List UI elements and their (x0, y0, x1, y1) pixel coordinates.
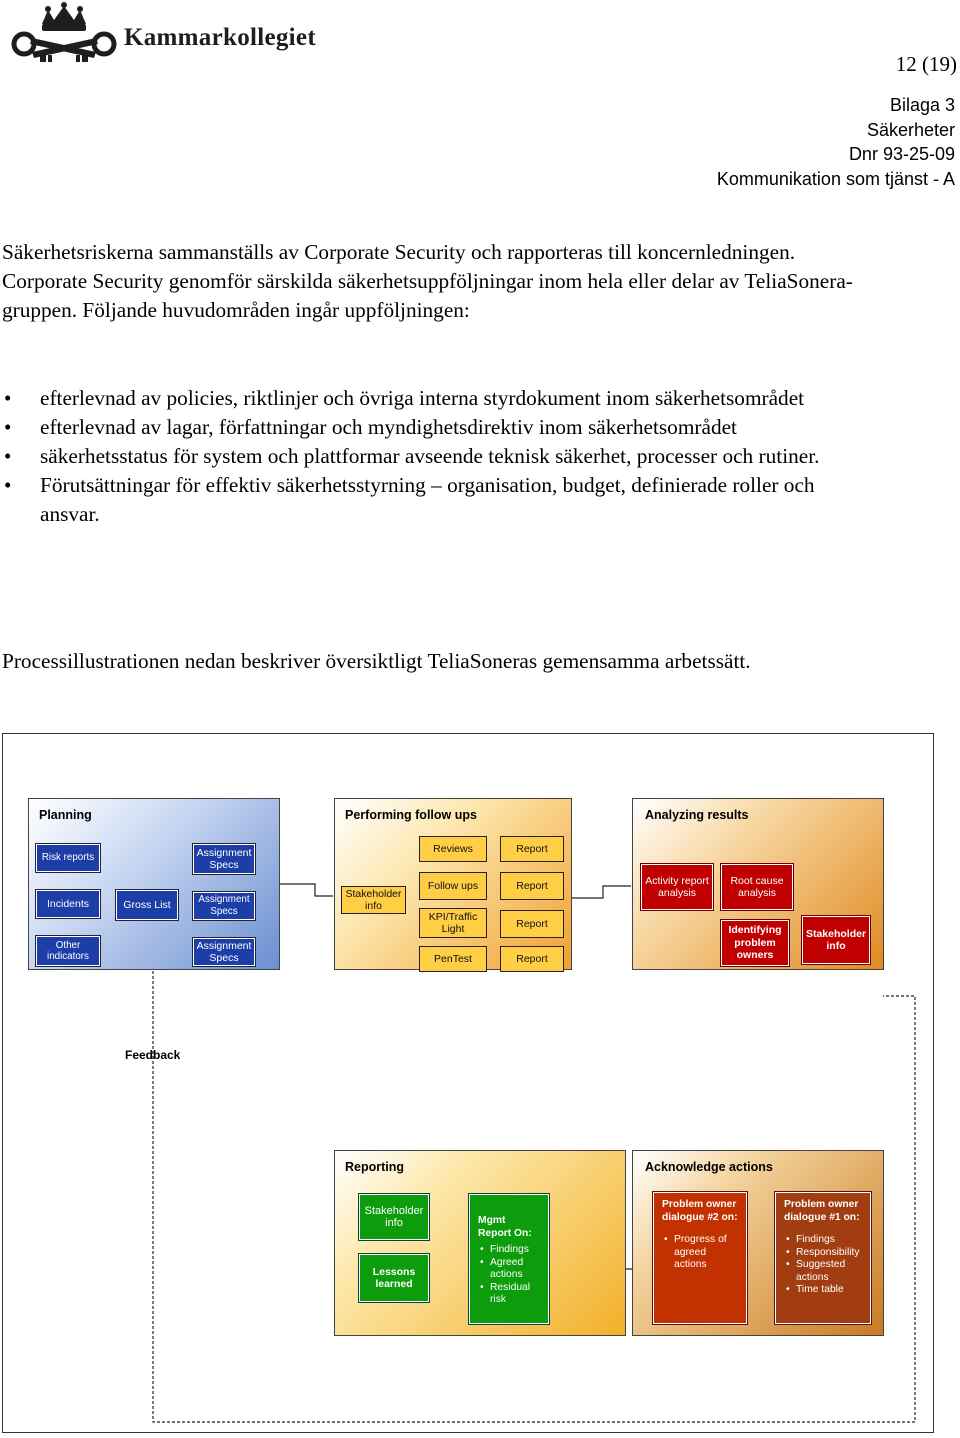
list-item: Time table (784, 1284, 862, 1297)
root-cause-analysis-box: Root cause analysis (720, 863, 794, 911)
page-number: 12 (19) (895, 52, 957, 76)
po2-title: Problem owner dialogue #2 on: (662, 1199, 738, 1223)
report-box: Report (500, 910, 564, 938)
list-item: Findings (784, 1234, 862, 1247)
activity-report-analysis-box: Activity report analysis (640, 863, 714, 911)
list-item: säkerhetsstatus för system och plattform… (2, 442, 872, 471)
analyzing-title: Analyzing results (645, 808, 749, 822)
list-item: Suggested actions (784, 1259, 862, 1284)
risk-reports-box: Risk reports (35, 843, 101, 873)
incidents-box: Incidents (35, 889, 101, 919)
assignment-specs-box: Assignment Specs (192, 843, 256, 875)
reporting-title: Reporting (345, 1160, 405, 1174)
performing-title: Performing follow ups (345, 808, 477, 822)
list-item: Findings (478, 1244, 540, 1257)
list-item: efterlevnad av policies, riktlinjer och … (2, 384, 872, 413)
stakeholder-info-box: Stakeholder info (801, 915, 871, 965)
process-diagram: Planning Risk reports Incidents Other in… (2, 733, 934, 1433)
mgmt-report-list: Findings Agreed actions Residual risk (478, 1244, 540, 1307)
problem-owner-dialogue-2-box: Problem owner dialogue #2 on: Progress o… (652, 1191, 748, 1325)
header-meta: Bilaga 3 Säkerheter Dnr 93-25-09 Kommuni… (717, 93, 955, 191)
kpi-traffic-light-box: KPI/Traffic Light (419, 908, 487, 938)
pentest-box: PenTest (419, 946, 487, 972)
problem-owner-dialogue-1-box: Problem owner dialogue #1 on: Findings R… (774, 1191, 872, 1325)
planning-title: Planning (39, 808, 92, 822)
list-item: efterlevnad av lagar, författningar och … (2, 413, 872, 442)
list-item: Förutsättningar för effektiv säkerhetsst… (2, 471, 872, 529)
list-item: Progress of agreed actions (662, 1234, 738, 1272)
gross-list-box: Gross List (115, 889, 179, 921)
acknowledge-title: Acknowledge actions (645, 1160, 773, 1174)
po1-list: Findings Responsibility Suggested action… (784, 1234, 862, 1297)
stakeholder-info-box: Stakeholder info (358, 1193, 430, 1241)
report-box: Report (500, 872, 564, 900)
identifying-problem-owners-box: Identifying problem owners (720, 919, 790, 967)
list-item: Agreed actions (478, 1257, 540, 1282)
logo (4, 2, 124, 72)
org-name: Kammarkollegiet (124, 24, 316, 51)
list-item: Responsibility (784, 1247, 862, 1260)
crown-keys-logo-icon (11, 2, 117, 62)
reference-number: Dnr 93-25-09 (848, 144, 955, 164)
follow-ups-box: Follow ups (419, 872, 487, 900)
bullet-list: efterlevnad av policies, riktlinjer och … (2, 384, 872, 529)
reviews-box: Reviews (419, 836, 487, 862)
intro-paragraph: Säkerhetsriskerna sammanställs av Corpor… (2, 240, 853, 322)
appendix-label: Bilaga 3 (889, 95, 955, 115)
report-box: Report (500, 836, 564, 862)
feedback-label: Feedback (125, 1048, 181, 1062)
document-title: Kommunikation som tjänst - A (716, 168, 955, 189)
lessons-learned-box: Lessons learned (358, 1253, 430, 1303)
po2-list: Progress of agreed actions (662, 1234, 738, 1272)
po1-title: Problem owner dialogue #1 on: (784, 1199, 860, 1223)
other-indicators-box: Other indicators (35, 935, 101, 967)
assignment-specs-box: Assignment Specs (192, 937, 256, 967)
section-label: Säkerheter (866, 119, 955, 140)
list-item: Residual risk (478, 1282, 540, 1307)
report-box: Report (500, 946, 564, 972)
mgmt-report-title: Mgmt Report On: (478, 1215, 532, 1239)
mgmt-report-box: Mgmt Report On: Findings Agreed actions … (468, 1193, 550, 1325)
closing-paragraph: Processillustrationen nedan beskriver öv… (2, 649, 751, 673)
stakeholder-info-box: Stakeholder info (341, 886, 406, 914)
assignment-specs-box: Assignment Specs (192, 891, 256, 921)
